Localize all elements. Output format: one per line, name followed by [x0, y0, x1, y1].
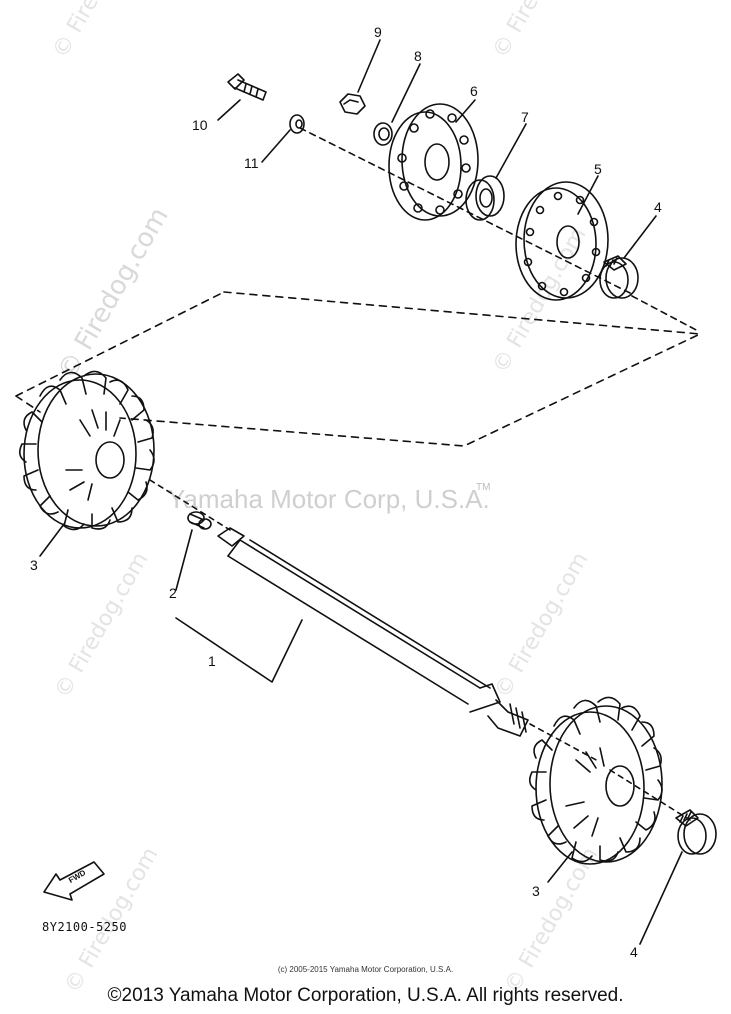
- copyright-main: ©2013 Yamaha Motor Corporation, U.S.A. A…: [107, 985, 624, 1006]
- nut-part-9: [339, 93, 366, 115]
- callout-10: 10: [192, 117, 208, 133]
- clamp-collar-part-4-bottom: [675, 809, 717, 855]
- callout-3-right: 3: [532, 883, 540, 899]
- sprocket-right-part-3: [528, 696, 663, 865]
- callout-7: 7: [521, 109, 529, 125]
- brand-watermark: Yamaha Motor Corp, U.S.A.: [168, 484, 490, 514]
- callout-6: 6: [470, 83, 478, 99]
- clamp-collar-part-4-top: [599, 255, 639, 299]
- washer-part-11: [289, 114, 305, 134]
- callout-2: 2: [169, 585, 177, 601]
- callout-1: 1: [208, 653, 216, 669]
- sprocket-left-part-3: [18, 370, 155, 531]
- callout-4-top: 4: [654, 199, 662, 215]
- bolt-part-10: [227, 73, 267, 101]
- bushing-part-2: [187, 511, 212, 530]
- part-number: 8Y2100-5250: [42, 920, 127, 934]
- washer-part-8: [373, 122, 393, 146]
- callout-8: 8: [414, 48, 422, 64]
- callout-5: 5: [594, 161, 602, 177]
- flange-plate-part-5: [515, 181, 609, 301]
- callout-11: 11: [244, 155, 259, 171]
- callout-4-bottom: 4: [630, 944, 638, 960]
- callout-3-left: 3: [30, 557, 38, 573]
- trademark-mark: TM: [476, 482, 491, 493]
- callout-9: 9: [374, 24, 382, 40]
- fwd-arrow-icon: [43, 861, 105, 901]
- flange-plate-part-6: [388, 103, 479, 221]
- bearing-part-7: [465, 175, 505, 221]
- copyright-small: (c) 2005-2015 Yamaha Motor Corporation, …: [277, 965, 454, 974]
- shaft-part-1: [217, 527, 529, 737]
